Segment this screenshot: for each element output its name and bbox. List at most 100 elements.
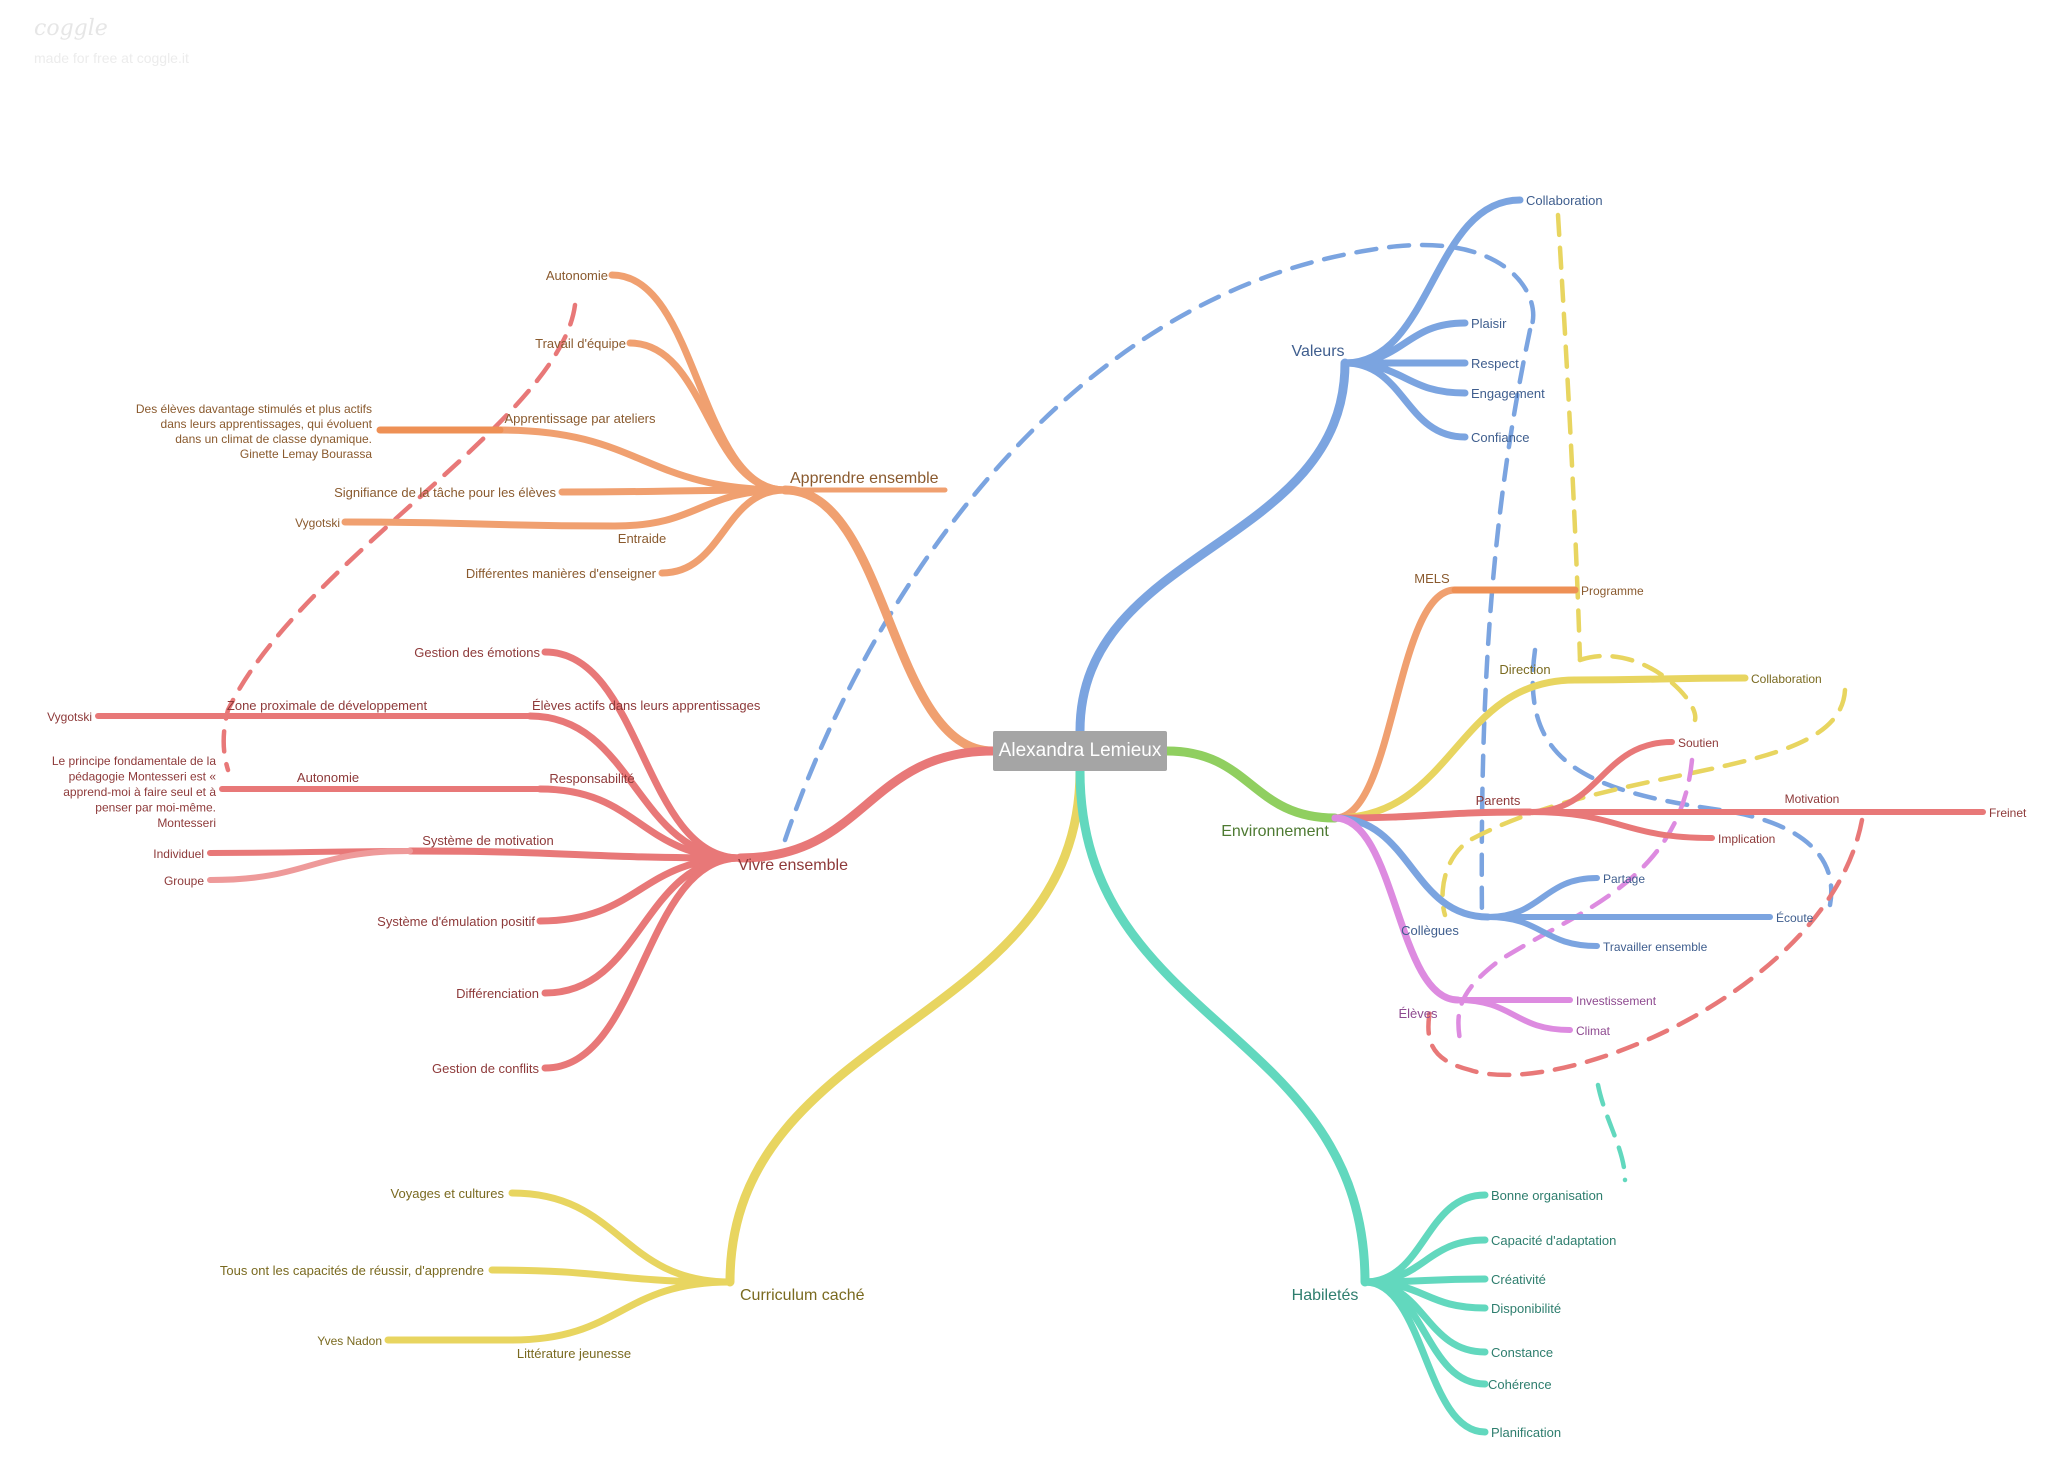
- node-capacite-adaptation[interactable]: Capacité d'adaptation: [1491, 1233, 1616, 1248]
- node-planification[interactable]: Planification: [1491, 1425, 1561, 1440]
- node-collaboration-valeurs[interactable]: Collaboration: [1526, 193, 1603, 208]
- node-soutien[interactable]: Soutien: [1678, 736, 1719, 750]
- node-groupe[interactable]: Groupe: [164, 874, 204, 888]
- node-parents[interactable]: Parents: [1476, 793, 1521, 808]
- node-habiletes[interactable]: Habiletés: [1292, 1287, 1359, 1304]
- link-vivre-motivation: [406, 847, 744, 862]
- node-zpd[interactable]: Zone proximale de développement: [227, 698, 428, 713]
- link-root-curriculum: [725, 766, 1085, 1287]
- dashed-link-teal: [1595, 1082, 1628, 1183]
- node-curriculum-cache[interactable]: Curriculum caché: [740, 1287, 865, 1304]
- node-litterature-jeunesse[interactable]: Littérature jeunesse: [517, 1346, 631, 1361]
- link-curriculum-litterature: [508, 1278, 734, 1344]
- node-travailler-ensemble[interactable]: Travailler ensemble: [1603, 940, 1708, 954]
- node-valeurs[interactable]: Valeurs: [1291, 343, 1344, 360]
- link-eleves-climat: [1455, 997, 1573, 1033]
- node-environnement[interactable]: Environnement: [1221, 823, 1329, 840]
- node-eleves[interactable]: Élèves: [1398, 1006, 1438, 1021]
- link-env-parents: [1331, 808, 1534, 822]
- link-valeurs-confiance: [1341, 359, 1469, 441]
- node-climat[interactable]: Climat: [1576, 1024, 1611, 1038]
- node-vivre-ensemble[interactable]: Vivre ensemble: [738, 857, 848, 874]
- node-differenciation[interactable]: Différenciation: [456, 986, 539, 1001]
- node-differentes-manieres[interactable]: Différentes manières d'enseigner: [466, 566, 657, 581]
- node-engagement[interactable]: Engagement: [1471, 386, 1545, 401]
- link-habiletes-planification: [1361, 1278, 1489, 1436]
- link-collegues-partage: [1485, 875, 1600, 920]
- node-individuel[interactable]: Individuel: [153, 847, 204, 861]
- node-confiance[interactable]: Confiance: [1471, 430, 1530, 445]
- root-node[interactable]: Alexandra Lemieux: [993, 731, 1167, 771]
- node-capacites[interactable]: Tous ont les capacités de réussir, d'app…: [220, 1263, 484, 1278]
- note-ateliers-line-1: Des élèves davantage stimulés et plus ac…: [136, 402, 372, 416]
- node-vygotski-apprendre[interactable]: Vygotski: [295, 516, 340, 530]
- note-ateliers-line-3: dans un climat de classe dynamique.: [175, 432, 372, 446]
- link-vivre-emotions: [541, 648, 744, 862]
- node-direction[interactable]: Direction: [1499, 662, 1550, 677]
- node-yves-nadon[interactable]: Yves Nadon: [317, 1334, 382, 1348]
- link-env-direction: [1331, 676, 1579, 822]
- link-curriculum-voyages: [508, 1189, 734, 1286]
- link-curriculum-capacites: [488, 1266, 734, 1286]
- dashed-link-blue-down: [1479, 327, 1533, 923]
- note-montessori-line-4: penser par moi-même.: [95, 801, 216, 815]
- note-montessori-line-3: apprend-moi à faire seul et à: [63, 785, 216, 799]
- link-apprendre-travail: [626, 339, 789, 494]
- node-travail-equipe[interactable]: Travail d'équipe: [535, 336, 626, 351]
- dashed-link-red-vygotski: [221, 302, 578, 773]
- node-systeme-motivation[interactable]: Système de motivation: [422, 833, 554, 848]
- node-implication[interactable]: Implication: [1718, 832, 1775, 846]
- coggle-tagline: made for free at coggle.it: [34, 50, 189, 66]
- node-emulation[interactable]: Système d'émulation positif: [377, 914, 535, 929]
- note-montessori-line-5: Montesseri: [157, 816, 216, 830]
- node-respect[interactable]: Respect: [1471, 356, 1519, 371]
- node-gestion-conflits[interactable]: Gestion de conflits: [432, 1061, 539, 1076]
- node-motivation-env[interactable]: Motivation: [1785, 792, 1840, 806]
- note-montessori-line-1: Le principe fondamentale de la: [52, 754, 216, 768]
- node-programme[interactable]: Programme: [1581, 584, 1644, 598]
- dashed-link-yellow-soutien: [1577, 653, 1698, 723]
- dashed-cross-links: [221, 212, 1865, 1183]
- link-parents-implication: [1527, 809, 1715, 841]
- link-vivre-conflits: [541, 854, 744, 1072]
- node-investissement[interactable]: Investissement: [1576, 994, 1657, 1008]
- link-root-habiletes: [1075, 766, 1370, 1287]
- node-partage[interactable]: Partage: [1603, 872, 1645, 886]
- node-entraide[interactable]: Entraide: [618, 531, 666, 546]
- node-signifiance[interactable]: Signifiance de la tâche pour les élèves: [334, 485, 556, 500]
- node-freinet[interactable]: Freinet: [1989, 806, 2027, 820]
- note-montessori-line-2: pédagogie Montesseri est «: [69, 770, 217, 784]
- node-voyages-cultures[interactable]: Voyages et cultures: [391, 1186, 505, 1201]
- node-apprentissage-ateliers[interactable]: Apprentissage par ateliers: [504, 411, 656, 426]
- link-entraide-vygotski: [341, 518, 619, 530]
- node-plaisir[interactable]: Plaisir: [1471, 316, 1507, 331]
- node-constance[interactable]: Constance: [1491, 1345, 1553, 1360]
- node-responsabilite[interactable]: Responsabilité: [549, 771, 634, 786]
- dashed-link-yellow-collab: [1555, 212, 1583, 663]
- link-parents-soutien: [1527, 739, 1675, 815]
- node-bonne-organisation[interactable]: Bonne organisation: [1491, 1188, 1603, 1203]
- node-autonomie-vivre[interactable]: Autonomie: [297, 770, 359, 785]
- node-autonomie[interactable]: Autonomie: [546, 268, 608, 283]
- branch-links: [95, 196, 1986, 1436]
- node-ecoute[interactable]: Écoute: [1776, 910, 1814, 925]
- node-coherence[interactable]: Cohérence: [1488, 1377, 1552, 1392]
- node-apprendre-ensemble[interactable]: Apprendre ensemble: [790, 470, 939, 487]
- link-root-valeurs: [1075, 358, 1350, 736]
- link-root-apprendre: [780, 485, 998, 756]
- note-ateliers-line-4: Ginette Lemay Bourassa: [240, 447, 372, 461]
- node-mels[interactable]: MELS: [1414, 571, 1450, 586]
- node-disponibilite[interactable]: Disponibilité: [1491, 1301, 1561, 1316]
- node-gestion-emotions[interactable]: Gestion des émotions: [414, 645, 540, 660]
- node-vygotski-vivre[interactable]: Vygotski: [47, 710, 92, 724]
- node-creativite[interactable]: Créativité: [1491, 1272, 1546, 1287]
- link-valeurs-collaboration: [1341, 196, 1524, 367]
- node-collaboration-env[interactable]: Collaboration: [1751, 672, 1822, 686]
- link-root-vivre: [735, 746, 998, 863]
- node-collegues[interactable]: Collègues: [1401, 923, 1459, 938]
- node-eleves-actifs[interactable]: Élèves actifs dans leurs apprentissages: [532, 698, 761, 713]
- link-direction-collaboration: [1571, 674, 1749, 684]
